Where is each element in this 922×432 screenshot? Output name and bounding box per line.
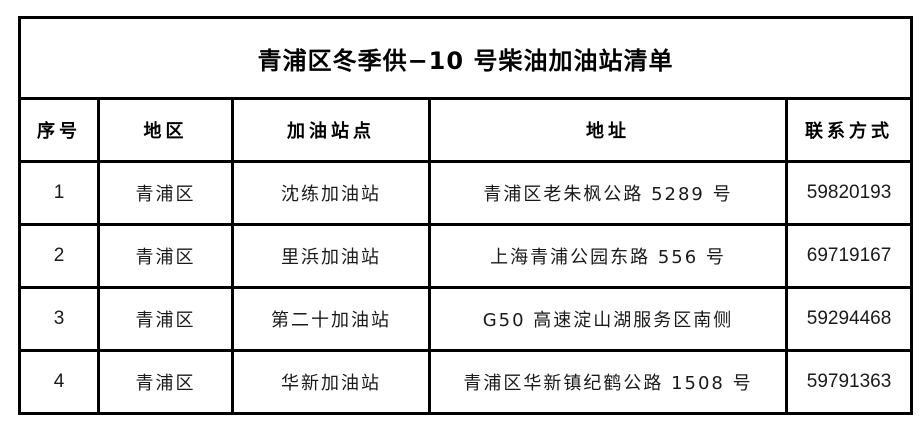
header-address: 地址	[428, 97, 788, 163]
cell-seq: 4	[18, 349, 100, 415]
cell-seq: 1	[18, 160, 100, 226]
cell-address: 上海青浦公园东路 556 号	[428, 223, 788, 289]
cell-station: 华新加油站	[231, 349, 431, 415]
table-row: 2 青浦区 里浜加油站 上海青浦公园东路 556 号 69719167	[18, 223, 914, 289]
cell-contact: 59294468	[784, 286, 914, 352]
header-contact: 联系方式	[784, 97, 914, 163]
header-seq: 序号	[18, 97, 100, 163]
table-row: 1 青浦区 沈练加油站 青浦区老朱枫公路 5289 号 59820193	[18, 160, 914, 226]
cell-seq: 2	[18, 223, 100, 289]
cell-area: 青浦区	[97, 349, 234, 415]
cell-address: 青浦区老朱枫公路 5289 号	[428, 160, 788, 226]
cell-area: 青浦区	[97, 160, 234, 226]
cell-seq: 3	[18, 286, 100, 352]
table-row: 3 青浦区 第二十加油站 G50 高速淀山湖服务区南侧 59294468	[18, 286, 914, 352]
header-row: 序号 地区 加油站点 地址 联系方式	[18, 97, 914, 163]
cell-contact: 59791363	[784, 349, 914, 415]
cell-station: 第二十加油站	[231, 286, 431, 352]
cell-address: G50 高速淀山湖服务区南侧	[428, 286, 788, 352]
cell-station: 沈练加油站	[231, 160, 431, 226]
cell-station: 里浜加油站	[231, 223, 431, 289]
document-title: 青浦区冬季供−10 号柴油加油站清单	[17, 16, 914, 100]
gas-station-table: 青浦区冬季供−10 号柴油加油站清单 序号 地区 加油站点 地址 联系方式 1 …	[17, 16, 914, 415]
cell-area: 青浦区	[97, 223, 234, 289]
cell-contact: 59820193	[784, 160, 914, 226]
cell-area: 青浦区	[97, 286, 234, 352]
cell-contact: 69719167	[784, 223, 914, 289]
title-row: 青浦区冬季供−10 号柴油加油站清单	[17, 16, 914, 100]
table-row: 4 青浦区 华新加油站 青浦区华新镇纪鹤公路 1508 号 59791363	[18, 349, 914, 415]
cell-address: 青浦区华新镇纪鹤公路 1508 号	[428, 349, 788, 415]
header-area: 地区	[97, 97, 234, 163]
gas-station-list-sheet: 青浦区冬季供−10 号柴油加油站清单 序号 地区 加油站点 地址 联系方式 1 …	[17, 16, 914, 415]
header-station: 加油站点	[231, 97, 431, 163]
